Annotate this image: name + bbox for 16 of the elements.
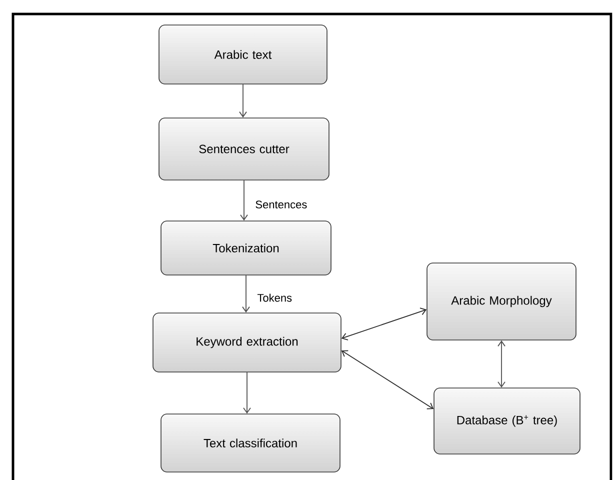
process-box: Sentences cutter	[158, 118, 330, 180]
arrow	[341, 350, 434, 410]
process-box: Arabic Morphology	[426, 262, 576, 340]
process-box: Arabic text	[158, 24, 328, 84]
arrow	[341, 308, 427, 340]
process-box: Text classification	[160, 414, 340, 472]
process-box: Keyword extraction	[152, 312, 342, 372]
arrow	[243, 372, 251, 414]
edge-label: Tokens	[256, 292, 294, 303]
process-box: Database (B$^{+}$ tree)	[434, 388, 580, 454]
arrow	[242, 274, 250, 313]
edge-label: Sentences	[254, 200, 308, 210]
process-box: Tokenization	[160, 220, 332, 276]
arrow	[498, 340, 506, 388]
arrow	[240, 180, 248, 221]
arrow	[239, 84, 247, 118]
